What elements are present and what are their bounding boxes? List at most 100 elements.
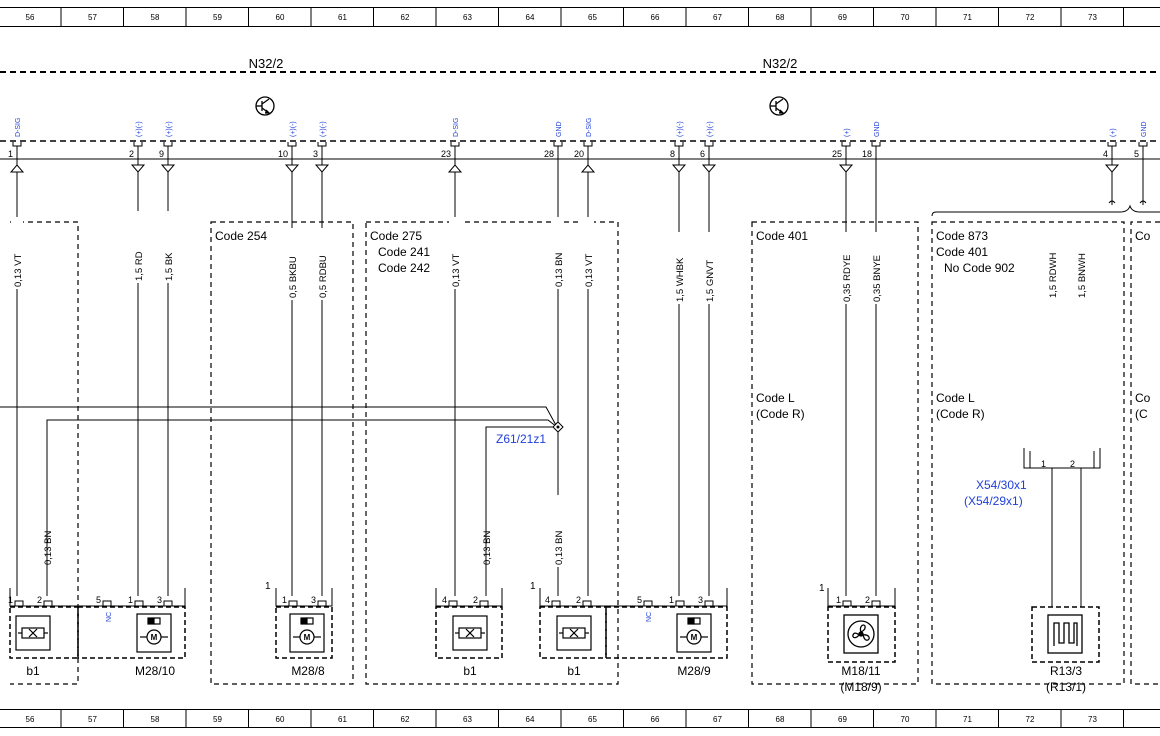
component-pin-number: 3: [157, 595, 162, 605]
grid-column-label: 68: [776, 13, 785, 22]
component-pin-number: 1: [282, 595, 287, 605]
pin-bracket: [643, 600, 653, 606]
pin-signal-label: (+): [1110, 128, 1117, 137]
pin-bracket: [704, 600, 714, 606]
pin-bracket: [842, 600, 852, 606]
wire-label-bg: [286, 228, 298, 300]
m28-10-label: M28/10: [135, 664, 175, 678]
wire-label: 1,5 RD: [134, 251, 145, 281]
pin-bracket: [1107, 142, 1117, 147]
component-b1-mid: [435, 606, 503, 659]
pin-bracket: [287, 142, 297, 147]
pin-signal-label: (+)(-): [290, 121, 297, 137]
pin-signal-label: (+)(-): [166, 121, 173, 137]
grid-column-label: 57: [88, 13, 97, 22]
grid-column-label: 61: [338, 13, 347, 22]
edge-code-label: Co: [1135, 229, 1151, 243]
wire-arrow: [1104, 164, 1120, 173]
code-box-edge: [1130, 221, 1160, 685]
b1-right-label: b1: [567, 664, 581, 678]
m18-11-label: M18/11: [841, 664, 880, 678]
wire-label-bg: [552, 217, 564, 289]
grid-ruler-bottom: [0, 709, 1160, 728]
code-box-254: [210, 221, 354, 685]
code-275-label: Code 275: [370, 229, 422, 243]
pin-number: 1: [8, 149, 13, 159]
pin-signal-label: (+)(-): [320, 121, 327, 137]
nc-label: NC: [646, 612, 653, 622]
pin-bracket: [317, 600, 327, 606]
code-873-label: Code 873: [936, 229, 988, 243]
transistor-icon: [255, 96, 275, 116]
code-l-label: Code L: [756, 391, 795, 405]
pin-signal-label: GND: [874, 121, 881, 137]
wire-label: 0,13 BN: [43, 531, 54, 565]
grid-column-label: 60: [276, 13, 285, 22]
pin-bracket: [450, 142, 460, 147]
pin-signal-label: D-SIG: [586, 118, 593, 137]
component-m28-10: [77, 606, 186, 659]
grid-column-label: 68: [776, 715, 785, 724]
code-401b-label: Code 401: [936, 245, 988, 259]
component-m18-11: [827, 606, 896, 663]
wire-label-bg: [552, 495, 564, 567]
wire-arrow: [701, 164, 717, 173]
component-header-2: 1: [530, 581, 536, 592]
grid-column-label: 67: [713, 13, 722, 22]
component-pin-number: 3: [311, 595, 316, 605]
grid-column-label: 57: [88, 715, 97, 724]
grid-column-label: 67: [713, 715, 722, 724]
wire-label: 0,35 BNYE: [872, 255, 883, 302]
plug-pin-1: 1: [1041, 459, 1046, 469]
grid-column-label: 64: [526, 715, 535, 724]
wire-label: 0,5 BKBU: [288, 256, 299, 298]
pin-bracket: [704, 142, 714, 147]
b1-mid-label: b1: [463, 664, 477, 678]
component-m28-9: [605, 606, 728, 659]
pin-bracket: [479, 600, 489, 606]
code-box-873-brace: [931, 204, 1160, 217]
grid-column-label: 63: [463, 715, 472, 724]
plug-label: X54/30x1: [976, 478, 1027, 492]
pin-signal-label: (+): [844, 128, 851, 137]
pin-number: 9: [159, 149, 164, 159]
svg-text:M: M: [304, 633, 311, 642]
wire-arrow: [671, 164, 687, 173]
component-m28-8: [275, 606, 333, 659]
grid-column-label: 59: [213, 13, 222, 22]
component-header-3: 1: [819, 583, 825, 594]
pin-signal-label: (+)(-): [677, 121, 684, 137]
component-pin-number: 2: [473, 595, 478, 605]
svg-text:M: M: [151, 633, 158, 642]
grid-column-label: 73: [1088, 13, 1097, 22]
code-254-label: Code 254: [215, 229, 267, 243]
pin-bracket: [43, 600, 53, 606]
pin-number: 4: [1103, 149, 1108, 159]
pin-signal-label: GND: [1141, 121, 1148, 137]
wire-arrow: [838, 164, 854, 173]
wire-label: 0,13 BN: [554, 531, 565, 565]
wire-arrow: [314, 164, 330, 173]
component-pin-number: 5: [637, 595, 642, 605]
pin-number: 2: [129, 149, 134, 159]
code-r-label: (Code R): [756, 407, 805, 421]
fan-icon: [843, 614, 879, 654]
component-strip-4: [539, 588, 728, 607]
wire-break: [1139, 200, 1147, 204]
wire-label: 0,13 VT: [584, 254, 595, 287]
code-box-873: [931, 221, 1125, 685]
wire-arrow: [447, 164, 463, 173]
component-strip-5: [827, 588, 896, 607]
wire-shield-branch: [485, 426, 553, 596]
grid-column-label: 70: [901, 715, 910, 724]
grid-column-label: 71: [963, 13, 972, 22]
pin-signal-label: D-SIG: [15, 118, 22, 137]
grid-column-label: 66: [651, 715, 660, 724]
wire-label-bg: [11, 217, 23, 289]
pin-bracket: [448, 600, 458, 606]
pin-bracket: [12, 142, 22, 147]
pin-signal-label: (+)(-): [136, 121, 143, 137]
component-pin-number: 2: [37, 595, 42, 605]
wire-label-bg: [1046, 228, 1058, 300]
pin-number: 3: [313, 149, 318, 159]
